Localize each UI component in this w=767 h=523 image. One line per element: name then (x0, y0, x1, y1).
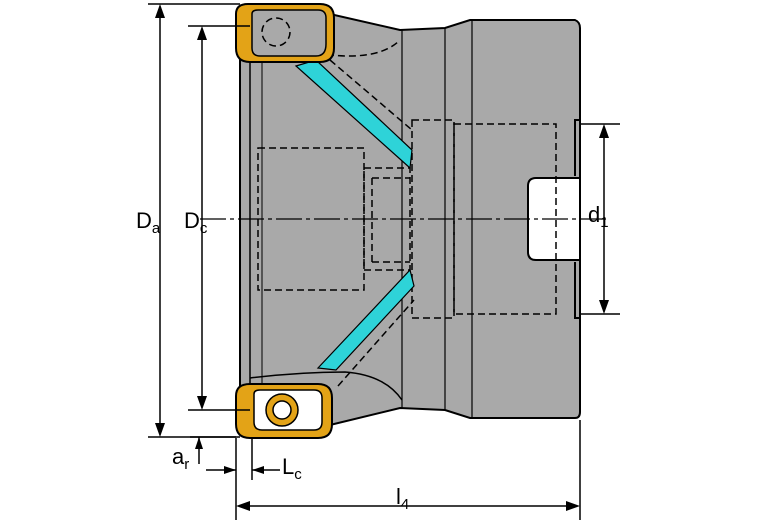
insert-bottom-screw-inner (272, 400, 292, 420)
label-da: Da (136, 208, 161, 237)
da-arrow-top (155, 4, 165, 18)
dimension-lines (148, 3, 620, 520)
coolant-hidden-bottom (337, 299, 415, 387)
label-ar: ar (172, 444, 189, 473)
l4-arrow-left (236, 501, 250, 511)
shank-shoulder-top (574, 119, 580, 176)
coolant-hidden-top (329, 59, 413, 131)
bottom-pocket-gullet (249, 371, 403, 401)
l4-arrow-right (566, 501, 580, 511)
coolant-channels (294, 59, 415, 387)
insert-top-icon (235, 3, 335, 63)
label-lc: Lc (282, 454, 302, 483)
insert-bottom-icon (235, 383, 333, 439)
dc-arrow-bottom (197, 396, 207, 410)
d1-arrow-top (599, 124, 609, 138)
label-d1: d1 (588, 202, 609, 231)
lc-arrow-right (252, 466, 264, 474)
lc-arrow-left (224, 466, 236, 474)
coolant-channel-bottom (316, 268, 415, 371)
da-arrow-bottom (155, 423, 165, 437)
d1-arrow-bottom (599, 300, 609, 314)
dc-arrow-top (197, 26, 207, 40)
label-dc: Dc (184, 208, 208, 237)
ar-arrow (195, 437, 203, 449)
shank-shoulder-bottom (574, 262, 580, 319)
dimension-labels: Da Dc d1 ar Lc l4 (136, 202, 609, 513)
insert-top-seat (251, 9, 327, 57)
label-l4: l4 (396, 484, 409, 513)
